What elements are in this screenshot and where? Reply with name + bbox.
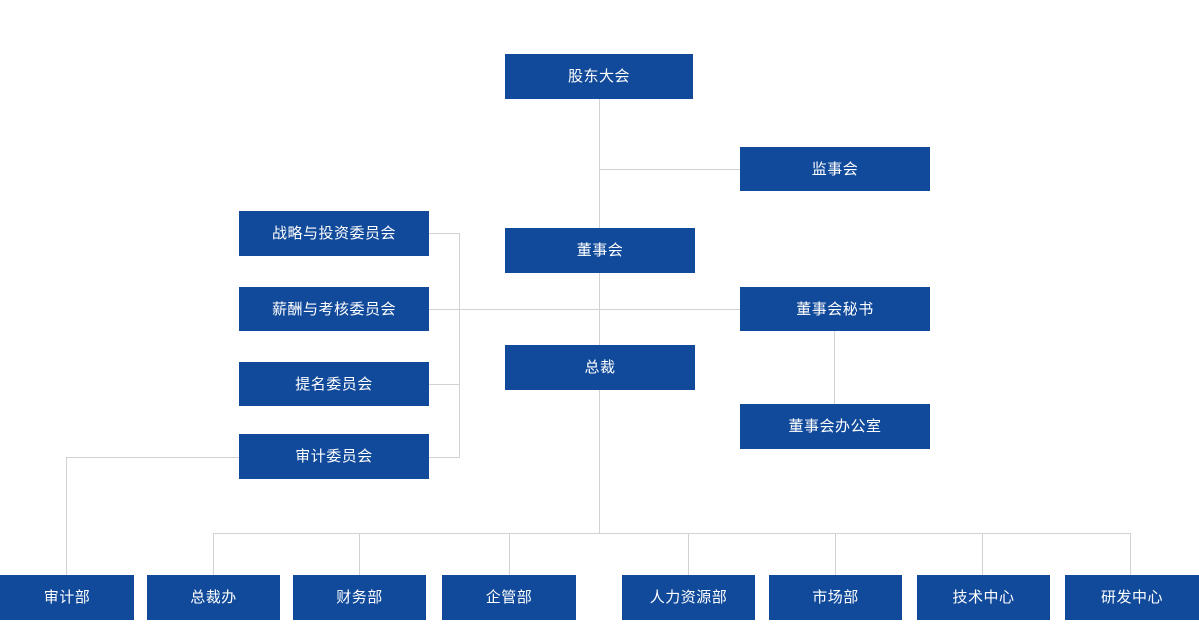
connector-secretary-to-office (834, 331, 835, 405)
node-committee-nomination[interactable]: 提名委员会 (239, 362, 429, 406)
connector-department-drop-1 (213, 533, 214, 575)
connector-committee-bus (459, 233, 460, 457)
node-shareholders-meeting[interactable]: 股东大会 (505, 54, 693, 99)
node-board-of-supervisors[interactable]: 监事会 (740, 147, 930, 191)
node-department-human-resources[interactable]: 人力资源部 (622, 575, 755, 620)
connector-department-drop-5 (835, 533, 836, 575)
connector-to-supervisors (599, 169, 741, 170)
node-department-rd-center[interactable]: 研发中心 (1065, 575, 1199, 620)
connector-department-bus (213, 533, 1130, 534)
node-board-secretary[interactable]: 董事会秘书 (740, 287, 930, 331)
node-department-audit[interactable]: 审计部 (0, 575, 134, 620)
node-committee-strategy-investment[interactable]: 战略与投资委员会 (239, 211, 429, 256)
connector-spine-center-lower (599, 390, 600, 534)
node-president[interactable]: 总裁 (505, 345, 695, 390)
node-department-presidents-office[interactable]: 总裁办 (147, 575, 280, 620)
connector-secretary-tie (429, 309, 741, 310)
node-committee-compensation-appraisal[interactable]: 薪酬与考核委员会 (239, 287, 429, 331)
connector-audit-left-run (66, 457, 240, 458)
connector-audit-drop (66, 457, 67, 575)
connector-department-drop-3 (509, 533, 510, 575)
connector-spine-center-upper (599, 99, 600, 228)
connector-department-drop-6 (982, 533, 983, 575)
node-department-marketing[interactable]: 市场部 (769, 575, 902, 620)
connector-department-drop-2 (359, 533, 360, 575)
connector-committee-stub-3 (429, 384, 460, 385)
node-department-technology-center[interactable]: 技术中心 (917, 575, 1050, 620)
connector-committee-stub-4 (429, 457, 460, 458)
node-board-of-directors[interactable]: 董事会 (505, 228, 695, 273)
connector-department-drop-4 (688, 533, 689, 575)
node-committee-audit[interactable]: 审计委员会 (239, 434, 429, 479)
connector-committee-stub-1 (429, 233, 460, 234)
node-department-finance[interactable]: 财务部 (293, 575, 426, 620)
node-department-enterprise-management[interactable]: 企管部 (442, 575, 576, 620)
connector-department-drop-7 (1130, 533, 1131, 575)
node-board-office[interactable]: 董事会办公室 (740, 404, 930, 449)
